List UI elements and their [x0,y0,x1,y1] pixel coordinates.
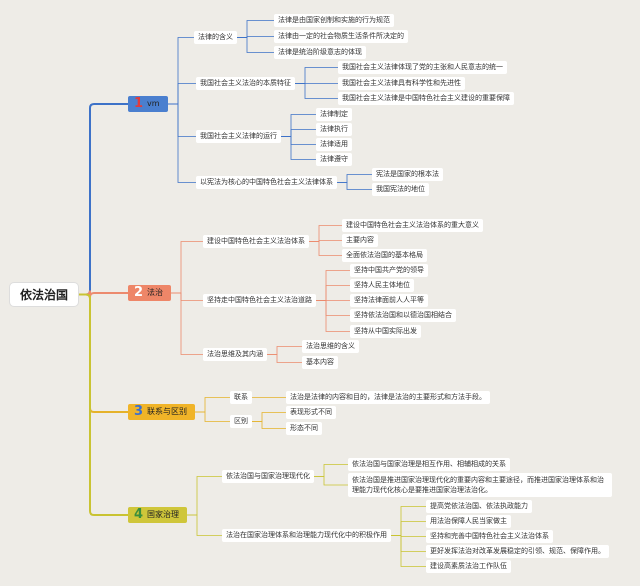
leaf[interactable]: 用法治保障人民当家做主 [426,515,511,528]
topic-rule-of-law-system[interactable]: 建设中国特色社会主义法治体系 [203,235,309,248]
connector [391,535,426,552]
topic-rule-of-law-road[interactable]: 坚持走中国特色社会主义法治道路 [203,294,316,307]
leaf[interactable]: 表现形式不同 [286,406,336,419]
leaf[interactable]: 坚持和完善中国特色社会主义法治体系 [426,530,553,543]
connector [237,20,274,38]
leaf[interactable]: 宪法是国家的根本法 [372,168,443,181]
branch-2-label: 法治 [147,288,164,297]
connector [314,476,348,486]
leaf[interactable]: 我国社会主义法律具有科学性和先进性 [338,77,465,90]
connector [316,300,350,316]
leaf[interactable]: 法治是法律的内容和目的，法律是法治的主要形式和方法手段。 [286,391,490,404]
connector [281,136,316,145]
branch-4-number: 4 [134,507,144,522]
branch-2-number: 2 [134,285,144,300]
connector [78,293,128,413]
leaf[interactable]: 更好发挥法治对改革发展稳定的引领、规范、保障作用。 [426,545,609,558]
connector [171,292,203,355]
connector [295,67,338,84]
connector [171,292,203,301]
connector [187,476,222,516]
leaf[interactable]: 法律是由国家创制和实施的行为规范 [274,14,394,27]
connector [195,411,230,422]
connector [337,174,372,183]
connector [252,421,286,429]
connector [171,241,203,294]
connector [391,506,426,536]
connector [316,285,350,301]
topic-connection[interactable]: 联系 [230,391,252,404]
leaf[interactable]: 我国社会主义法律是中国特色社会主义建设的重要保障 [338,92,514,105]
connector [295,83,338,99]
leaf[interactable]: 坚持法律面前人人平等 [350,294,428,307]
leaf[interactable]: 法律适用 [316,138,352,151]
connector [168,103,196,183]
connector [314,464,348,477]
leaf[interactable]: 依法治国与国家治理是相互作用、相辅相成的关系 [348,458,510,471]
connector [391,535,426,567]
connector [316,300,350,332]
branch-1-label: vm [147,99,160,108]
connector [168,103,196,137]
connector [281,129,316,137]
connector [309,225,342,242]
branch-3-number: 3 [134,404,144,419]
leaf[interactable]: 主要内容 [342,234,378,247]
topic-essential-features[interactable]: 我国社会主义法治的本质特征 [196,77,295,90]
leaf[interactable]: 法律制定 [316,108,352,121]
branch-1-number: 1 [134,96,144,111]
connector [168,37,194,105]
connector [78,293,128,516]
leaf[interactable]: 坚持人民主体地位 [350,279,414,292]
connector [281,136,316,160]
leaf[interactable]: 建设中国特色社会主义法治体系的重大意义 [342,219,483,232]
leaf[interactable]: 坚持中国共产党的领导 [350,264,428,277]
branch-3-label: 联系与区别 [147,407,188,416]
topic-law-meaning[interactable]: 法律的含义 [194,31,237,44]
connector [187,514,222,536]
connector [252,412,286,422]
leaf[interactable]: 坚持依法治国和以德治国相结合 [350,309,456,322]
connector [281,114,316,137]
topic-governance-modernization[interactable]: 依法治国与国家治理现代化 [222,470,314,483]
connector [391,521,426,536]
leaf[interactable]: 依法治国是推进国家治理现代化的重要内容和主要途径，而推进国家治理体系和治理能力现… [348,473,612,497]
leaf[interactable]: 法律遵守 [316,153,352,166]
leaf[interactable]: 提高党依法治国、依法执政能力 [426,500,532,513]
leaf[interactable]: 全面依法治国的基本格局 [342,249,427,262]
leaf[interactable]: 坚持从中国实际出发 [350,325,421,338]
leaf[interactable]: 我国社会主义法律体现了党的主张和人民意志的统一 [338,61,507,74]
connector [267,346,302,355]
leaf[interactable]: 我国宪法的地位 [372,183,429,196]
leaf[interactable]: 法律由一定的社会物质生活条件所决定的 [274,30,408,43]
connector [267,354,302,363]
topic-legal-system[interactable]: 以宪法为核心的中国特色社会主义法律体系 [196,176,337,189]
connector [309,241,342,256]
connector [168,83,196,105]
leaf[interactable]: 法律执行 [316,123,352,136]
root-node[interactable]: 依法治国 [10,283,79,306]
topic-rule-of-law-thinking[interactable]: 法治思维及其内涵 [203,348,267,361]
topic-difference[interactable]: 区别 [230,415,252,428]
connector [237,37,274,53]
topic-law-operation[interactable]: 我国社会主义法律的运行 [196,130,281,143]
topic-positive-role[interactable]: 法治在国家治理体系和治理能力现代化中的积极作用 [222,529,391,542]
leaf[interactable]: 建设高素质法治工作队伍 [426,560,511,573]
leaf[interactable]: 法治思维的含义 [302,340,359,353]
connector [78,103,128,296]
leaf[interactable]: 基本内容 [302,356,338,369]
connector [195,397,230,413]
branch-4-label: 国家治理 [147,510,180,519]
leaf[interactable]: 形态不同 [286,422,322,435]
connector [337,182,372,190]
leaf[interactable]: 法律是统治阶级意志的体现 [274,46,366,59]
